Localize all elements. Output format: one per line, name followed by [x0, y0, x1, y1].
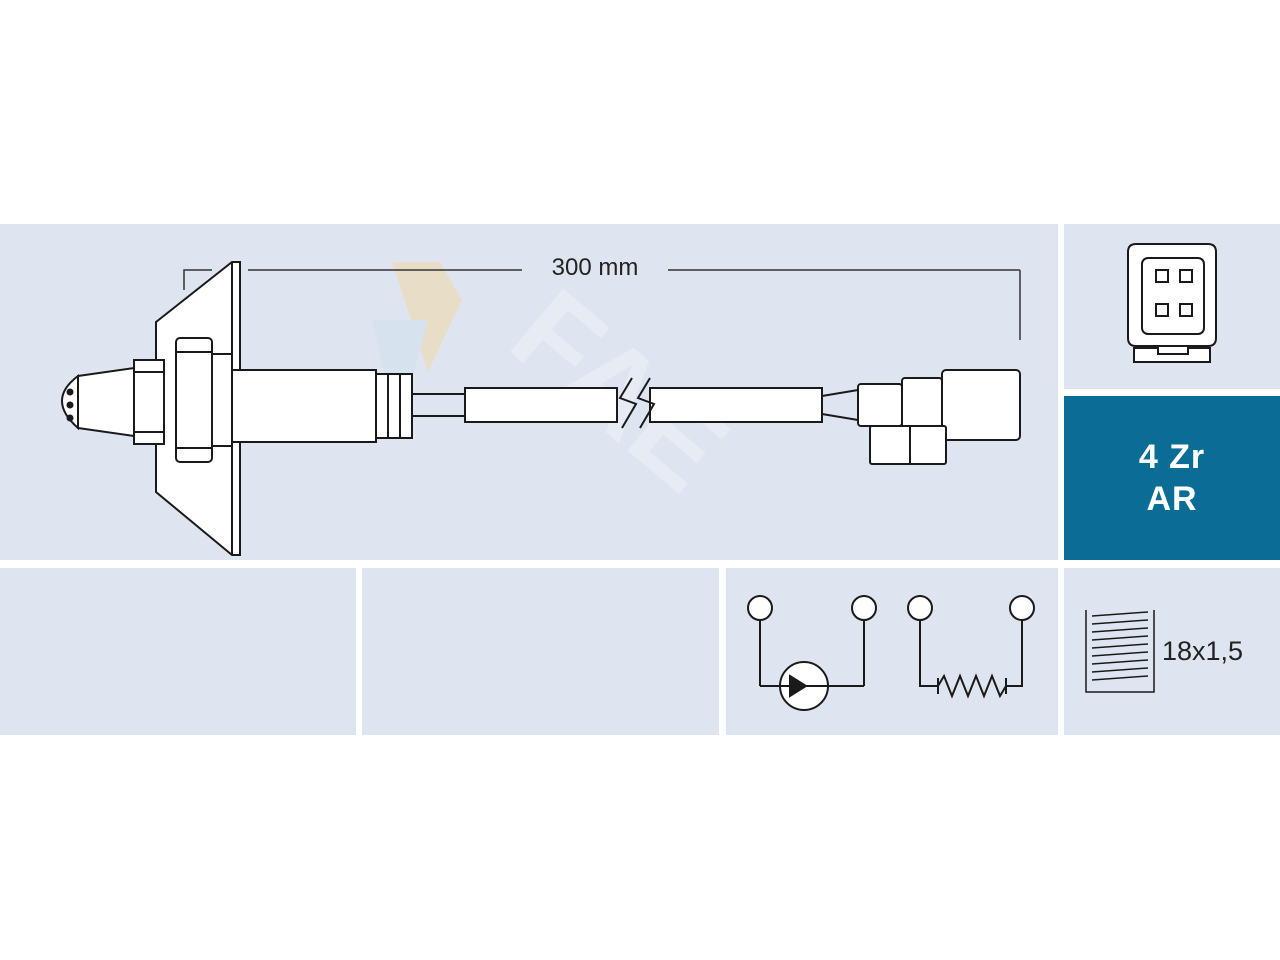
sensor-signal-icon — [747, 595, 877, 711]
thread-panel — [1064, 568, 1280, 735]
technology-panel: 4 Zr AR — [1064, 396, 1280, 560]
oxygen-sensor-icon — [61, 261, 1021, 556]
thread-icon — [1085, 610, 1155, 693]
wiring-panel — [726, 568, 1058, 735]
empty-panel-2 — [362, 568, 719, 735]
connector-4pin-icon — [1127, 243, 1217, 363]
cable-length-label: 300 mm — [551, 254, 639, 281]
empty-panel-1 — [0, 568, 356, 735]
technology-line-2: AR — [1146, 480, 1198, 518]
technology-line-1: 4 Zr — [1138, 438, 1206, 476]
heater-resistor-icon — [907, 595, 1035, 699]
thread-size-label: 18x1,5 — [1162, 636, 1244, 666]
dimension-line — [183, 269, 1021, 340]
